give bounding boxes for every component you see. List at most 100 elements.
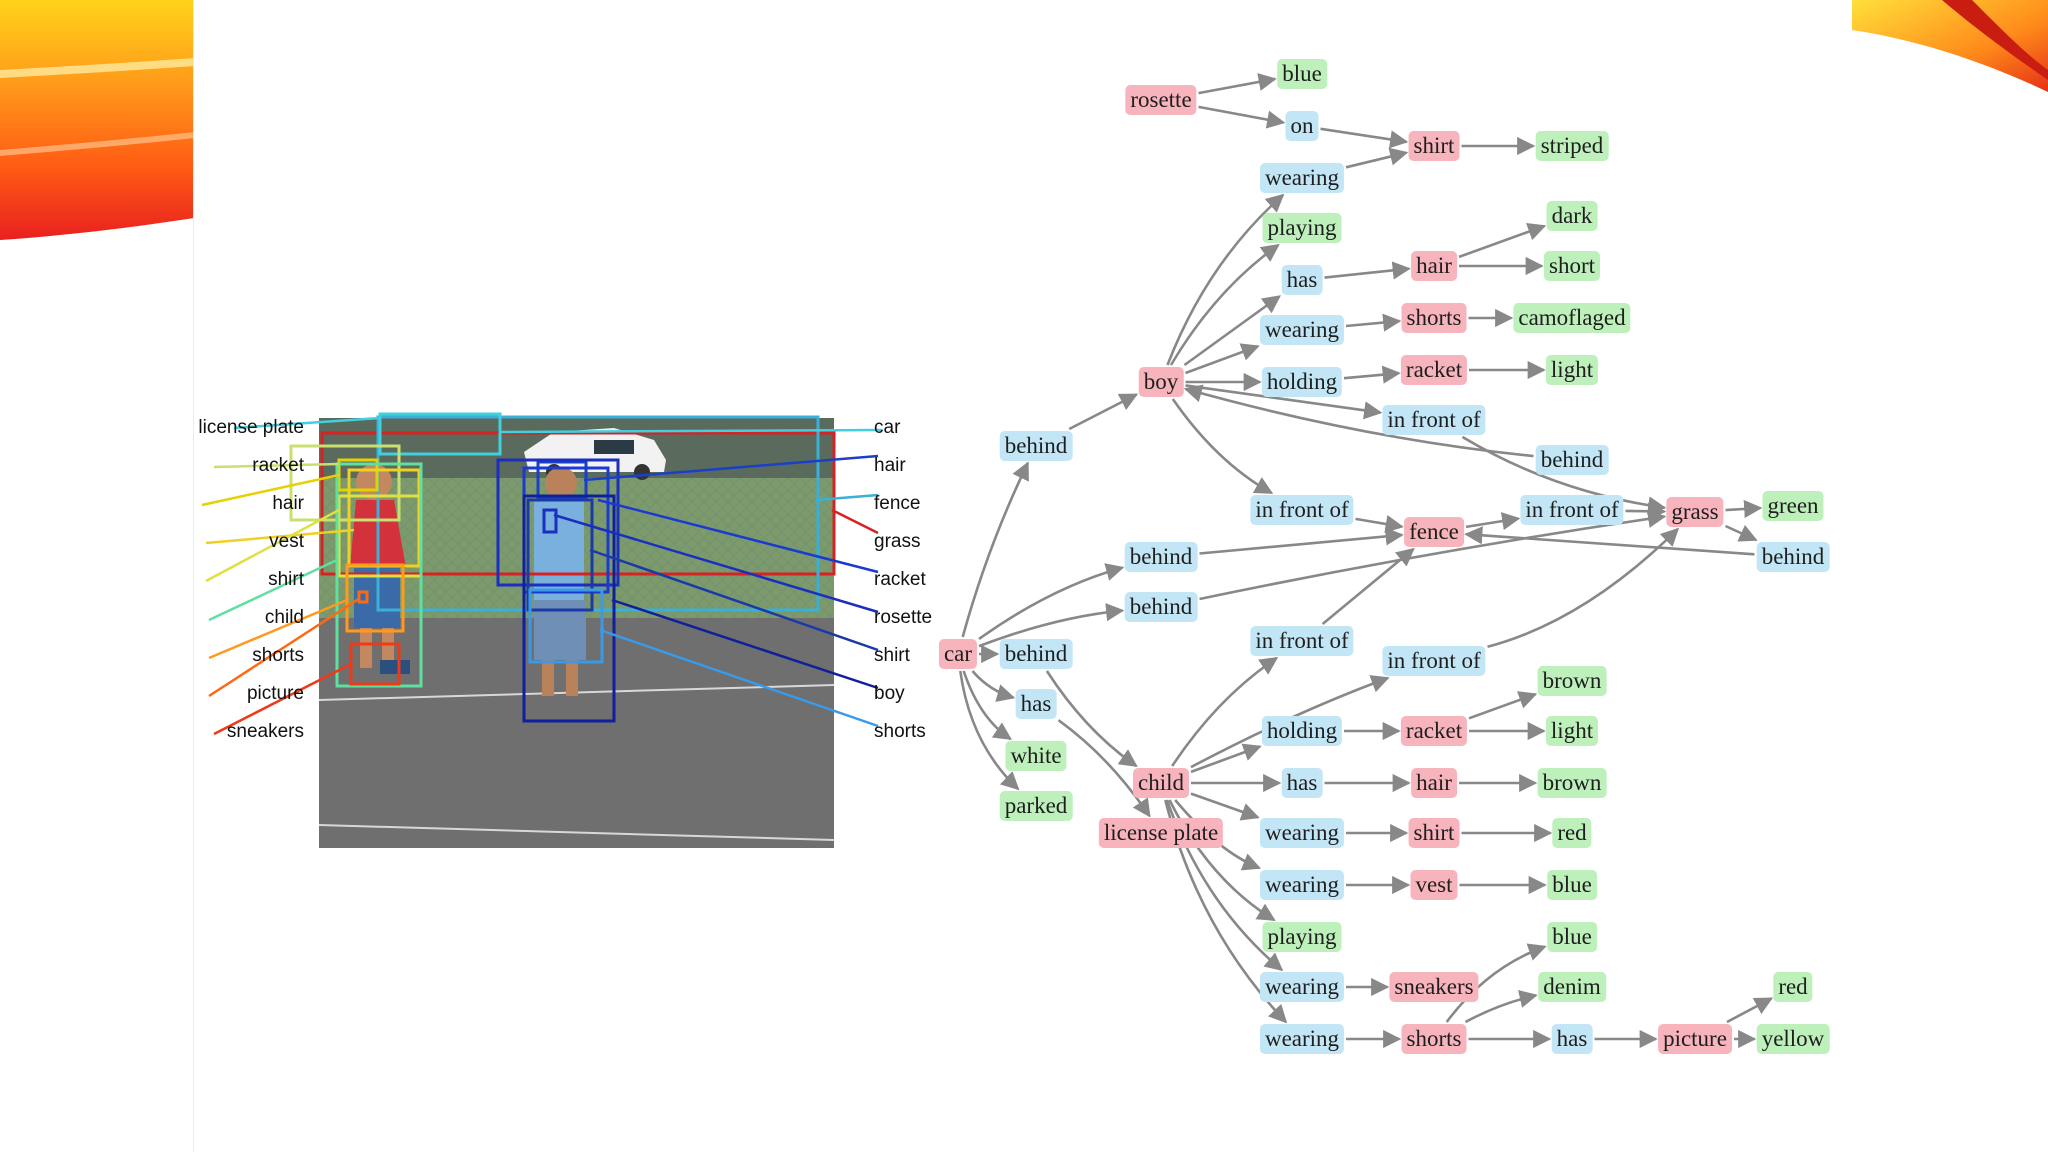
graph-node-racket1: racket (1400, 355, 1468, 385)
graph-node-shirt2: shirt (1408, 818, 1460, 848)
graph-node-has4: has (1551, 1024, 1593, 1054)
photo-label-left: license plate (198, 417, 304, 438)
graph-edge (1324, 261, 1411, 280)
graph-node-behind5: behind (1756, 542, 1830, 572)
graph-edge (1183, 295, 1281, 367)
graph-node-on: on (1285, 111, 1319, 141)
photo-label-right: hair (874, 455, 906, 476)
graph-edge (1625, 502, 1667, 521)
graph-edge (1465, 512, 1521, 531)
graph-node-red2: red (1773, 972, 1813, 1002)
graph-edge (1725, 499, 1763, 519)
graph-edge (1726, 997, 1774, 1024)
graph-node-striped: striped (1535, 131, 1609, 161)
graph-edge (1464, 526, 1755, 556)
photo-label-right: racket (874, 569, 926, 590)
photo-label-right: grass (874, 531, 921, 552)
graph-node-licenseplate: license plate (1098, 818, 1224, 848)
graph-node-wearing6: wearing (1259, 1024, 1345, 1054)
right-ribbon-decoration (1852, 0, 2048, 92)
graph-edge (971, 670, 1016, 702)
photo-label-right: shorts (874, 721, 926, 742)
graph-node-playing2: playing (1262, 922, 1342, 952)
slide-edge (193, 0, 194, 1152)
graph-node-child: child (1133, 768, 1189, 798)
graph-edge (1343, 365, 1401, 384)
graph-node-racket2: racket (1400, 716, 1468, 746)
graph-node-behind6: behind (999, 639, 1073, 669)
graph-node-dark: dark (1546, 201, 1598, 231)
graph-node-infront3: in front of (1520, 495, 1624, 525)
graph-edge (1166, 193, 1285, 366)
graph-node-camoflaged: camoflaged (1513, 303, 1631, 333)
graph-node-wearing5: wearing (1259, 972, 1345, 1002)
graph-edge (978, 563, 1125, 641)
graph-node-light2: light (1545, 716, 1599, 746)
graph-edge (1464, 990, 1538, 1024)
photo-label-right: boy (874, 683, 905, 704)
graph-node-rosette: rosette (1125, 85, 1197, 115)
graph-node-wearing2: wearing (1259, 315, 1345, 345)
photo-label-right: shirt (874, 645, 910, 666)
graph-node-has1: has (1281, 265, 1323, 295)
graph-node-red1: red (1552, 818, 1592, 848)
graph-node-behind3: behind (1124, 542, 1198, 572)
graph-node-behind1: behind (999, 431, 1073, 461)
graph-edge (1169, 243, 1280, 366)
graph-node-brown1: brown (1537, 666, 1607, 696)
graph-node-shorts1: shorts (1401, 303, 1467, 333)
graph-edge (1724, 524, 1758, 542)
graph-node-infront1: in front of (1382, 405, 1486, 435)
graph-edge (1171, 656, 1279, 767)
graph-node-wearing4: wearing (1259, 870, 1345, 900)
graph-node-denim: denim (1538, 972, 1606, 1002)
graph-node-blue2: blue (1547, 870, 1597, 900)
graph-edge (1445, 943, 1547, 1023)
photo-label-left: sneakers (226, 721, 304, 742)
photo-label-right: fence (874, 493, 921, 514)
graph-edge (961, 461, 1029, 638)
graph-edge (1487, 527, 1680, 649)
graph-node-playing1: playing (1262, 213, 1342, 243)
graph-edge (1190, 743, 1262, 774)
graph-node-holding2: holding (1261, 716, 1343, 746)
graph-node-yellow: yellow (1756, 1024, 1830, 1054)
graph-node-behind2: behind (1535, 445, 1609, 475)
graph-edge (1199, 527, 1404, 555)
photo-label-left: shorts (252, 645, 304, 666)
graph-node-wearing3: wearing (1259, 818, 1345, 848)
graph-edge (1345, 147, 1409, 169)
photo-illustration (201, 412, 883, 848)
graph-node-infront5: in front of (1382, 646, 1486, 676)
graph-edge (1171, 398, 1274, 495)
graph-node-blue1: blue (1277, 59, 1327, 89)
graph-edge (1321, 547, 1415, 626)
graph-node-grass: grass (1666, 497, 1724, 527)
graph-edge (1461, 435, 1667, 515)
graph-edge (1185, 343, 1260, 375)
graph-node-sneakers: sneakers (1389, 972, 1479, 1002)
graph-node-vest: vest (1410, 870, 1458, 900)
graph-node-light1: light (1545, 355, 1599, 385)
graph-edge (1458, 223, 1547, 259)
graph-node-fence: fence (1404, 517, 1464, 547)
graph-node-white: white (1005, 741, 1067, 771)
photo-label-left: shirt (268, 569, 304, 590)
graph-edge (962, 670, 1013, 741)
graph-node-holding1: holding (1261, 367, 1343, 397)
graph-edge (1185, 384, 1383, 420)
graph-node-hair1: hair (1411, 251, 1457, 281)
graph-node-short: short (1544, 251, 1600, 281)
graph-node-picture: picture (1658, 1024, 1732, 1054)
graph-edge (1068, 393, 1139, 431)
graph-edge (1345, 313, 1402, 332)
graph-node-infront2: in front of (1250, 495, 1354, 525)
graph-edge (1190, 792, 1260, 821)
graph-edge (1045, 670, 1138, 768)
graph-node-wearing1: wearing (1259, 163, 1345, 193)
graph-node-shirt1: shirt (1408, 131, 1460, 161)
photo-label-left: picture (246, 683, 304, 704)
graph-node-behind4: behind (1124, 592, 1198, 622)
graph-edge (1168, 799, 1276, 922)
